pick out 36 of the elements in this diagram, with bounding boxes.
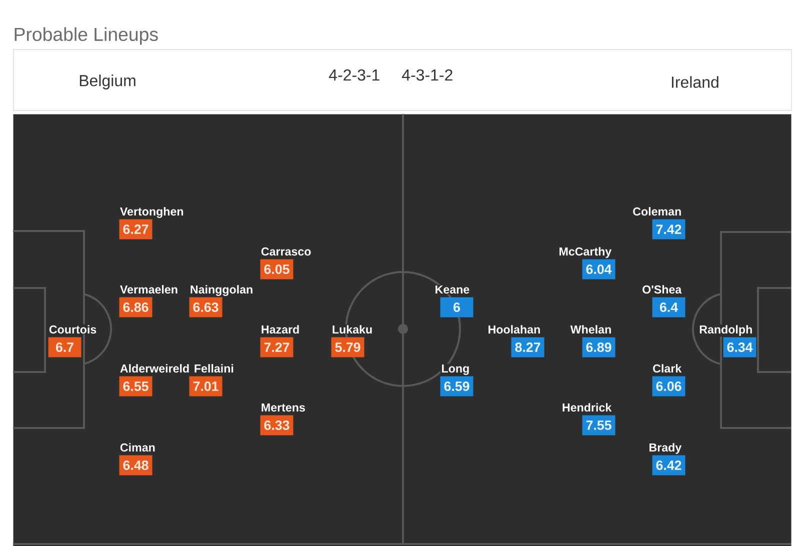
player-name: Randolph [698, 324, 754, 337]
rating-badge: 8.27 [511, 337, 544, 358]
formation-label: 4-2-3-1 [328, 69, 380, 81]
rating-badge: 7.55 [582, 415, 616, 436]
rating-badge: 6.7 [48, 337, 82, 358]
player-name: Whelan [570, 324, 612, 334]
rating-badge: 7.01 [189, 376, 222, 396]
player-name: Vertonghen [119, 206, 184, 219]
rating-badge: 6.06 [652, 376, 686, 396]
rating-badge: 6.59 [440, 376, 474, 396]
rating-badge: 6.27 [119, 219, 152, 240]
rating-badge: 6.86 [119, 297, 152, 318]
rating-badge: 6.42 [652, 455, 686, 476]
rating-badge: 6.48 [119, 455, 152, 476]
team-name: Belgium [80, 74, 136, 90]
rating-badge: 6.04 [582, 259, 616, 280]
rating-badge: 6.89 [582, 337, 616, 358]
player-name: Hoolahan [487, 324, 542, 334]
rating-badge: 7.27 [260, 337, 294, 358]
rating-badge: 6.05 [260, 259, 294, 280]
rating-badge: 6 [440, 297, 474, 318]
rating-badge: 6.63 [189, 297, 222, 318]
rating-badge: 6.55 [119, 376, 152, 396]
player-name: Brady [648, 442, 682, 455]
rating-badge: 6.33 [260, 415, 294, 436]
rating-badge: 6.34 [723, 337, 756, 358]
rating-badge: 6.4 [652, 297, 686, 318]
formation-label: 4-3-1-2 [402, 69, 452, 81]
rating-badge: 7.42 [652, 219, 686, 240]
player-name: McCarthy [558, 246, 612, 259]
title: Probable Lineups [14, 27, 158, 45]
player-name: Carrasco [260, 246, 312, 256]
player-name: Nainggolan [189, 284, 254, 297]
player-name: Long [440, 364, 470, 376]
rating-badge: 5.79 [331, 337, 364, 358]
team-name: Ireland [672, 76, 718, 88]
